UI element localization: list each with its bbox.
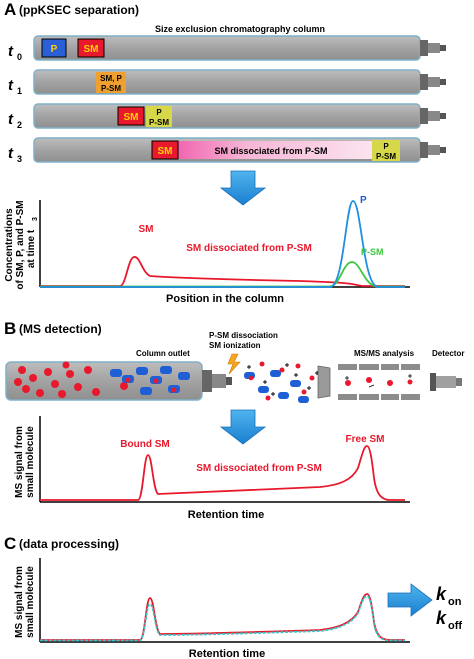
b-column-outlet-label: Column outlet	[136, 349, 190, 358]
a-sm-curve	[40, 256, 405, 287]
c-ylabel-line2: small molecule	[25, 566, 36, 638]
a-ylabel-line1: Concentrations	[4, 208, 15, 282]
b-dissociation-line2: SM ionization	[209, 341, 261, 350]
detector	[430, 373, 462, 391]
column-caption: Size exclusion chromatography column	[155, 24, 325, 34]
panel-c-title: (data processing)	[19, 537, 119, 551]
c-kon-k: k	[436, 584, 447, 604]
panel-c: C (data processing) MS signal from small…	[4, 534, 462, 659]
panel-b-letter: B	[4, 319, 16, 338]
column-t0	[33, 35, 446, 61]
t2-sm-box	[117, 106, 145, 126]
lightning-icon	[227, 353, 241, 375]
t3-p-label: P	[383, 142, 389, 151]
panel-b: B (MS detection)	[4, 319, 464, 521]
c-koff-sub: off	[448, 620, 462, 632]
row-label-t3: t	[8, 145, 14, 162]
t3-sm-box	[151, 140, 179, 160]
a-ylabel-sub: 3	[32, 217, 39, 221]
c-ylabel-line1: MS signal from	[14, 566, 25, 638]
t0-sm-box	[77, 38, 105, 58]
t1-mix-line1: SM, P	[100, 74, 122, 83]
b-ylabel-line1: MS signal from	[14, 426, 25, 498]
c-xlabel: Retention time	[189, 648, 265, 659]
c-signal-curve-fit	[40, 595, 405, 642]
row-label-t1: t	[8, 77, 14, 94]
panel-b-title: (MS detection)	[19, 322, 102, 336]
t1-mix-line2: P-SM	[101, 84, 121, 93]
a-curve-sm-label: SM	[139, 224, 154, 235]
a-curve-psm-label: P-SM	[361, 247, 384, 257]
a-xlabel: Position in the column	[166, 293, 284, 305]
t2-p-label: P	[156, 108, 162, 117]
down-arrow-b	[219, 409, 267, 445]
t0-p-label: P	[51, 44, 58, 55]
row-sub-t1: 1	[17, 86, 22, 96]
t0-p-box	[41, 38, 67, 58]
row-label-t2: t	[8, 111, 14, 128]
down-arrow-a	[219, 170, 267, 206]
row-sub-t2: 2	[17, 120, 22, 130]
b-column	[5, 361, 232, 401]
b-msms-label: MS/MS analysis	[354, 349, 415, 358]
a-p-curve	[40, 200, 405, 288]
b-xlabel: Retention time	[188, 509, 264, 521]
row-sub-t3: 3	[17, 154, 22, 164]
b-free-label: Free SM	[346, 434, 385, 445]
t0-sm-label: SM	[84, 44, 99, 55]
b-dissociation-line1: P-SM dissociation	[209, 331, 278, 340]
msms-analyzer	[338, 364, 420, 400]
b-bound-label: Bound SM	[120, 439, 169, 450]
panel-a: A (ppKSEC separation) Size exclusion chr…	[4, 0, 446, 305]
a-curve-p-label: P	[360, 195, 367, 206]
panel-a-title: (ppKSEC separation)	[19, 3, 139, 17]
c-kon-sub: on	[448, 596, 462, 608]
t3-dissociated-band	[178, 141, 372, 159]
ms-inlet	[317, 365, 331, 399]
a-psm-curve	[40, 261, 405, 288]
t3-psm-box	[372, 140, 400, 161]
panel-c-letter: C	[4, 534, 16, 553]
c-koff-k: k	[436, 608, 447, 628]
t3-dissociated-label: SM dissociated from P-SM	[214, 146, 327, 156]
panel-a-letter: A	[4, 0, 16, 19]
b-psm-molecules	[110, 366, 190, 395]
b-sm-beads	[14, 361, 128, 398]
t3-psm-label: P-SM	[376, 152, 396, 161]
t2-sm-label: SM	[124, 112, 139, 123]
b-detector-label: Detector	[432, 349, 464, 358]
a-ylabel-line2: of SM, P, and P-SM	[15, 200, 26, 289]
c-signal-curve-raw	[40, 593, 405, 641]
t2-psm-box	[146, 106, 172, 127]
a-ylabel-line3: at time t	[26, 229, 37, 268]
column-t1	[33, 69, 446, 95]
t3-sm-label: SM	[158, 146, 173, 157]
row-sub-t0: 0	[17, 52, 22, 62]
b-ion-spray	[244, 361, 319, 403]
column-t2	[33, 103, 446, 129]
right-arrow-c	[387, 583, 433, 617]
t1-mix-box	[96, 72, 126, 93]
b-ylabel-line2: small molecule	[25, 426, 36, 498]
b-signal-curve	[40, 445, 405, 501]
b-dissociated-label: SM dissociated from P-SM	[196, 463, 322, 474]
t2-psm-label: P-SM	[149, 118, 169, 127]
row-label-t0: t	[8, 43, 14, 60]
a-curve-dissociated-label: SM dissociated from P-SM	[186, 243, 312, 254]
